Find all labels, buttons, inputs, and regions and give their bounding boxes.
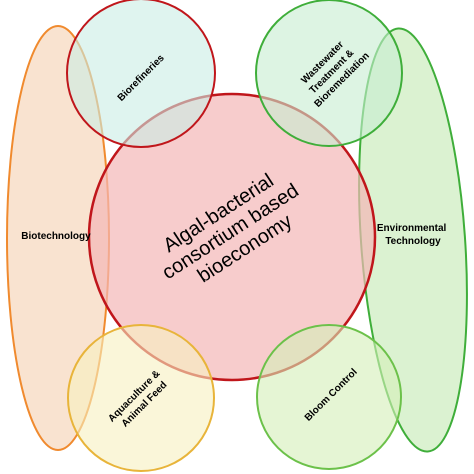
environmental-technology-line-2: Technology: [385, 236, 441, 247]
environmental-technology-line-1: Environmental: [377, 223, 447, 234]
bloom-control-circle: [256, 324, 402, 470]
biotechnology-label: Biotechnology: [21, 231, 91, 242]
biorefineries-circle: [66, 0, 216, 148]
wastewater-circle: [255, 0, 403, 147]
aquaculture-circle: [67, 324, 215, 472]
bioeconomy-circle: [87, 92, 377, 382]
environmental-technology-label: Environmental Technology: [377, 223, 449, 247]
